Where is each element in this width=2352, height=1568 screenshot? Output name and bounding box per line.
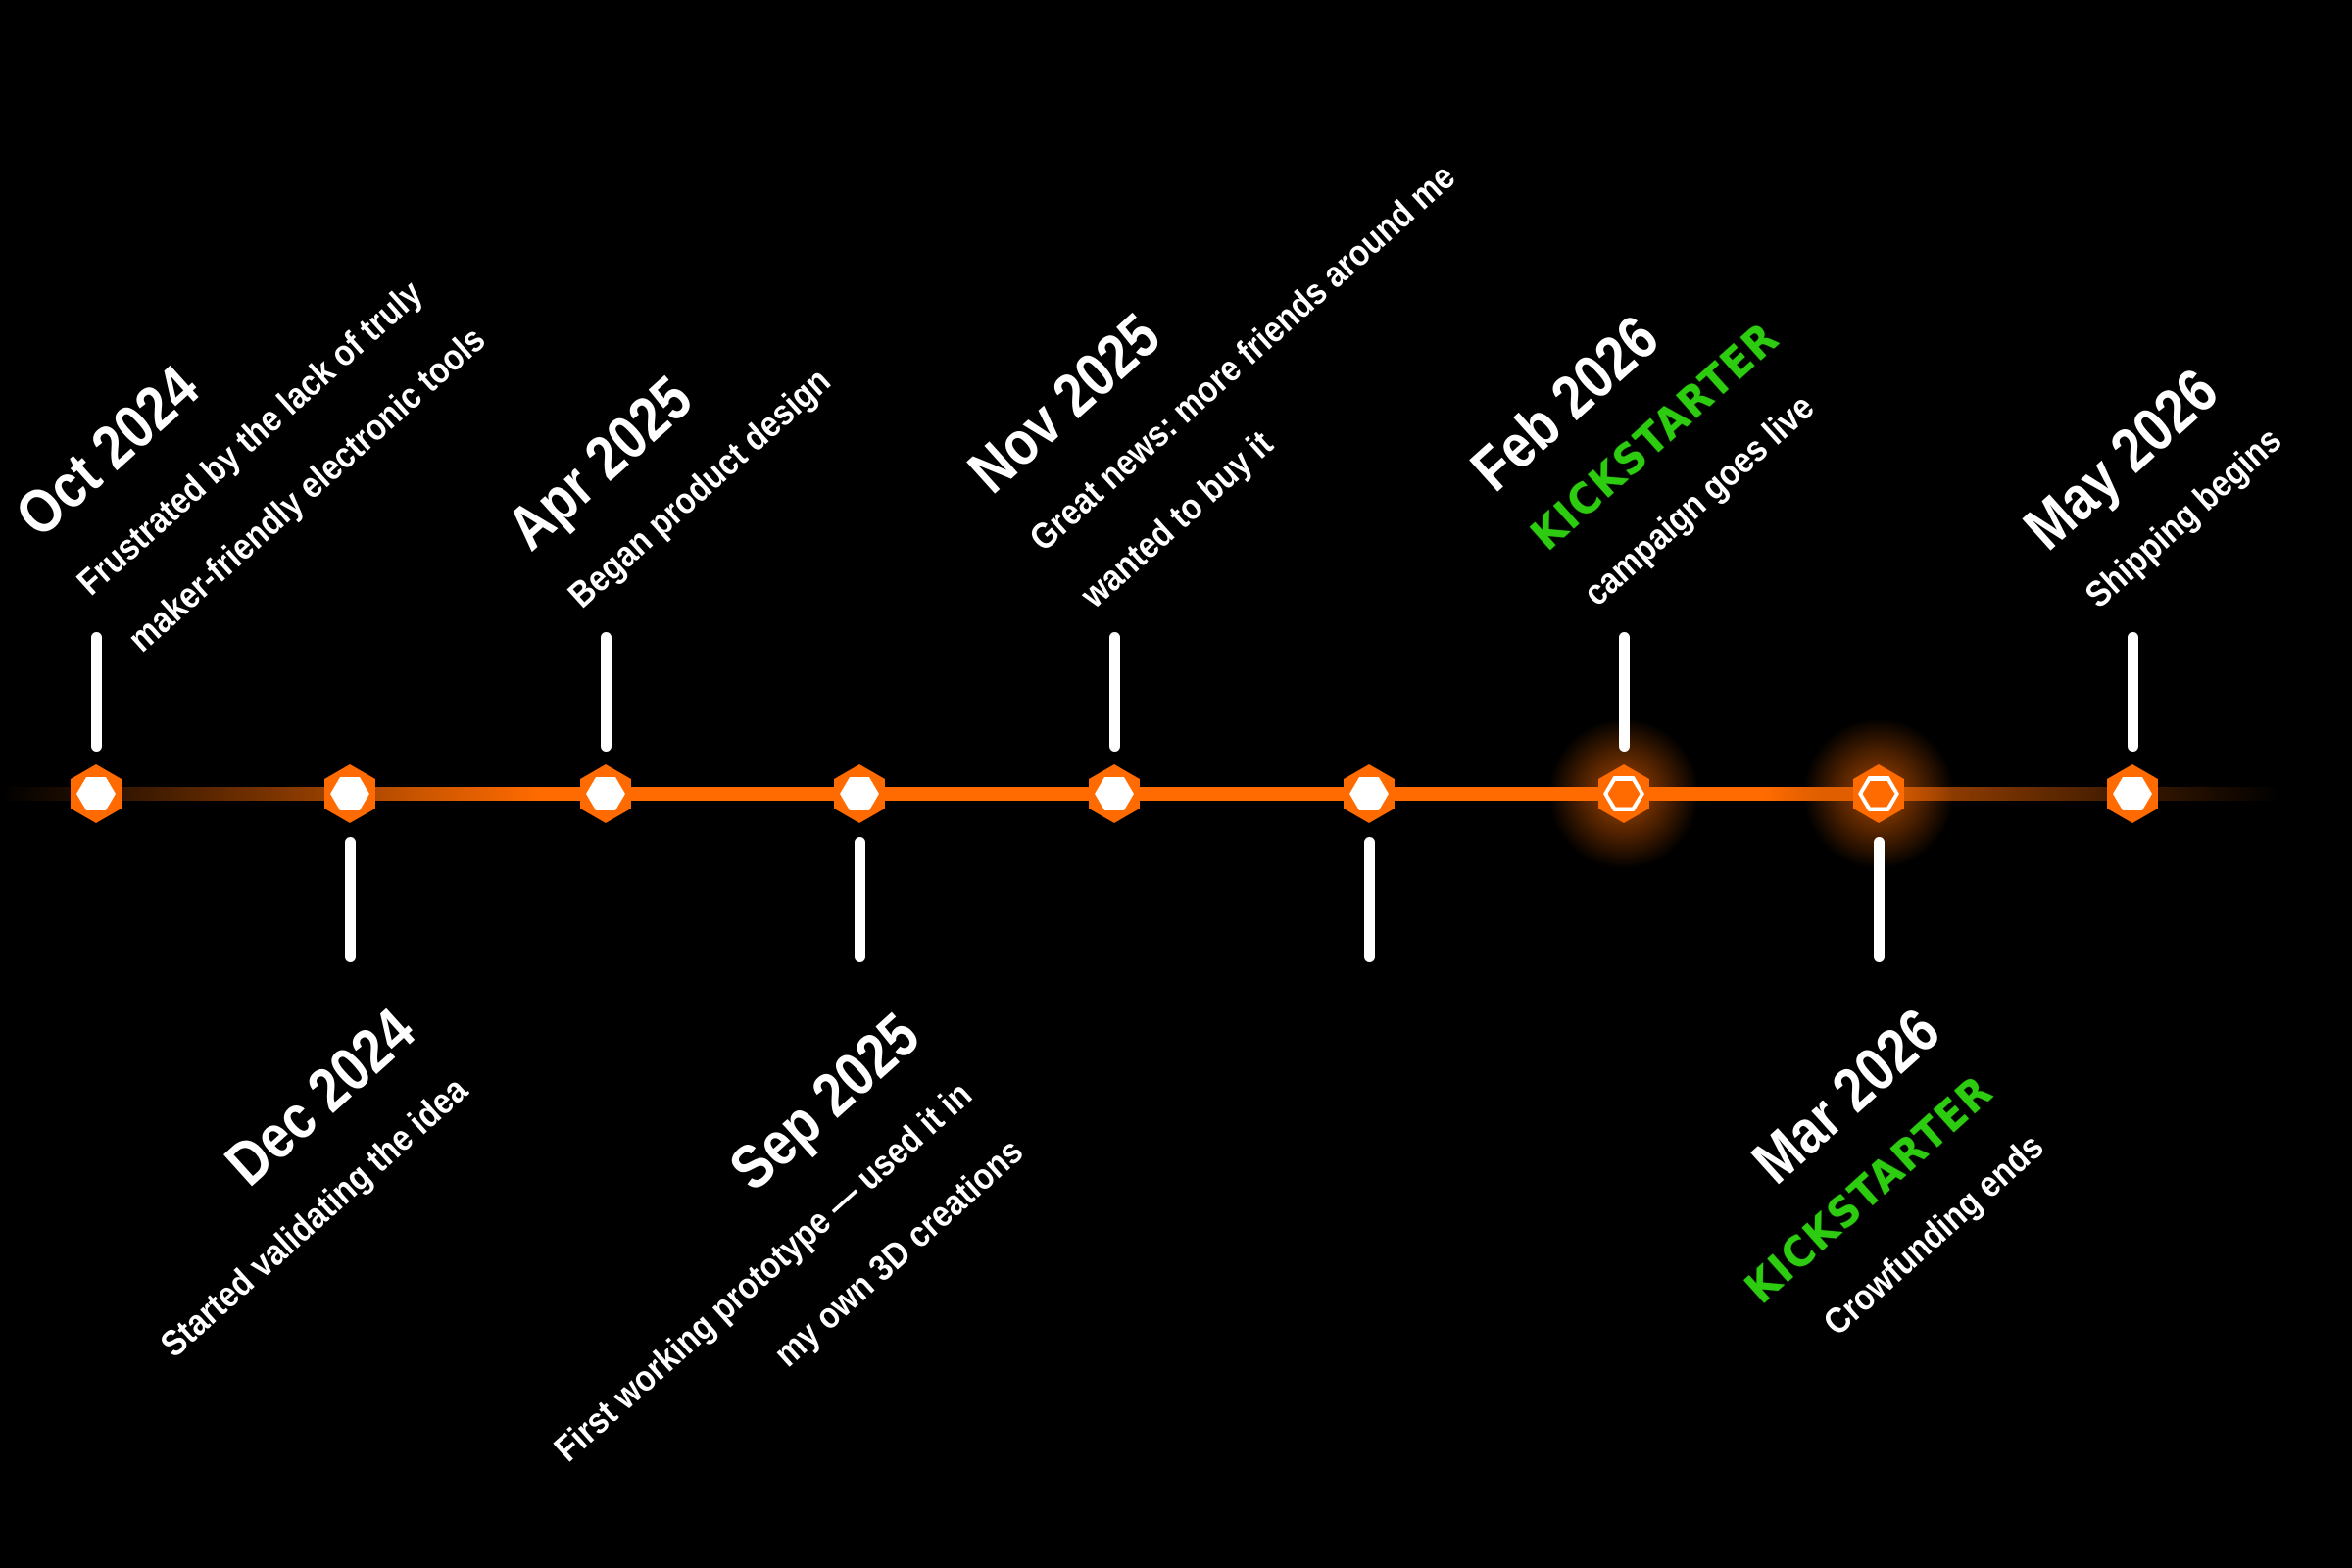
hexagon-node-icon — [834, 764, 885, 823]
milestone-label: May 2026 Shipping begins — [2011, 325, 2327, 629]
node-hex-inner — [2113, 777, 2152, 810]
stem-line — [2127, 632, 2138, 752]
hexagon-node-icon — [1089, 764, 1140, 823]
hexagon-node-icon — [1853, 764, 1904, 823]
node-hex-ring — [1858, 776, 1899, 811]
hexagon-node-icon — [2107, 764, 2158, 823]
stem-line — [90, 632, 102, 752]
node-hex-inner — [586, 777, 625, 810]
stem-line — [1108, 632, 1120, 752]
node-hex-inner — [330, 777, 369, 810]
milestone-label: Oct 2024 Frustrated by the lack of truly… — [3, 148, 552, 673]
hexagon-node-icon — [1598, 764, 1649, 823]
stem-line — [854, 837, 865, 962]
stem-line — [344, 837, 356, 962]
milestone-label: Dec 2024 Started validating the idea — [49, 996, 488, 1415]
stem-line — [600, 632, 612, 752]
node-hex-inner — [840, 777, 879, 810]
milestone-label: Mar 2026 KICKSTARTER Crowfunding ends — [1653, 996, 2063, 1398]
hexagon-node-icon — [324, 764, 375, 823]
milestone-label: Apr 2025 Began product design — [494, 258, 884, 629]
milestone-label: Feb 2026 KICKSTARTER campaign goes live — [1458, 226, 1870, 627]
node-hex-inner — [76, 777, 116, 810]
stem-line — [1363, 837, 1375, 962]
milestone-label: Nov 2025 Great news: more friends around… — [956, 34, 1583, 629]
stem-line — [1618, 632, 1630, 752]
node-hex-ring — [1603, 776, 1644, 811]
hexagon-node-icon — [1344, 764, 1395, 823]
hexagon-node-icon — [71, 764, 122, 823]
hexagon-node-icon — [580, 764, 631, 823]
milestone-label: Sep 2025 First working prototype — used … — [426, 1001, 1042, 1568]
stem-line — [1873, 837, 1885, 962]
